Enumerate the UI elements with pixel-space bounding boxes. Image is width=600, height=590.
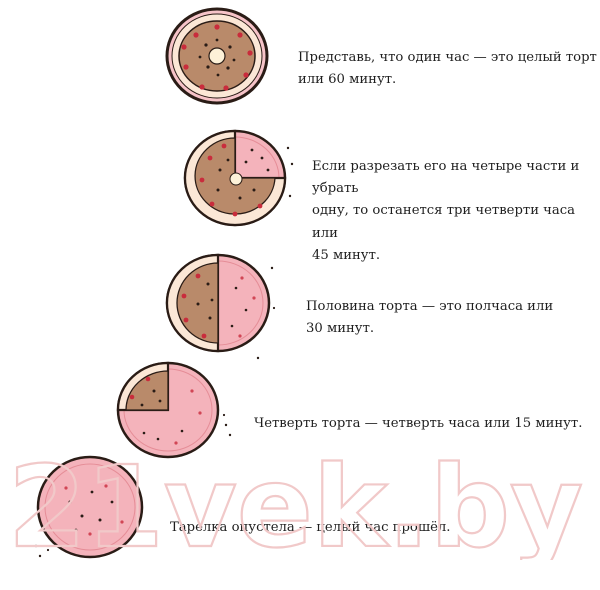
step-2-line-2: одну, то останется три четверти часа или (312, 203, 576, 241)
step-1-line-1: Представь, что один час — это целый торт (298, 50, 597, 65)
step-3-caption: Половина торта — это полчаса или 30 мину… (306, 296, 553, 340)
step-3-line-1: Половина торта — это полчаса или (306, 299, 554, 314)
quarter-cake-illustration (116, 361, 232, 459)
step-2-line-3: 45 минут. (312, 247, 381, 263)
step-3-line-2: 30 минут. (306, 321, 375, 337)
step-1-caption: Представь, что один час — это целый торт… (298, 47, 597, 91)
step-2-line-1: Если разрезать его на четыре части и убр… (312, 159, 580, 197)
step-4-caption: Четверть торта — четверть часа или 15 ми… (254, 413, 582, 435)
three-quarter-cake-illustration (183, 129, 294, 227)
whole-cake-illustration (165, 7, 269, 105)
empty-plate-illustration (34, 455, 144, 559)
half-cake-illustration (165, 253, 276, 360)
step-1-line-2: или 60 минут. (298, 72, 397, 88)
step-5-line-1: Тарелка опустела — целый час прошёл. (170, 520, 451, 535)
step-5-caption: Тарелка опустела — целый час прошёл. (170, 517, 450, 539)
step-4-line-1: Четверть торта — четверть часа или 15 ми… (254, 416, 583, 431)
step-2-caption: Если разрезать его на четыре части и убр… (312, 156, 600, 267)
